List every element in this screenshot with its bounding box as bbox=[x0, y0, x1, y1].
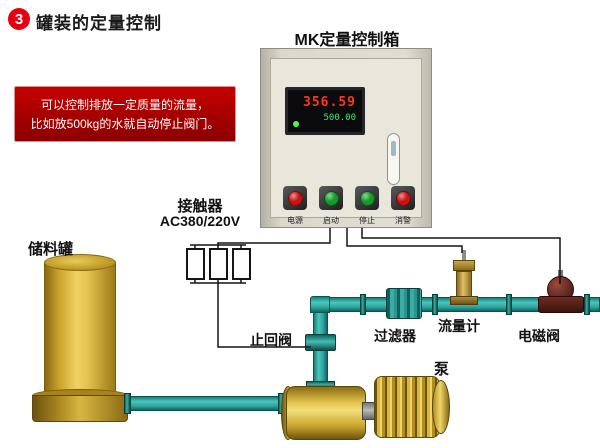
power-button bbox=[287, 190, 303, 206]
solenoid-valve bbox=[536, 270, 588, 318]
door-handle bbox=[391, 141, 396, 156]
start-button bbox=[323, 190, 339, 206]
pipe-pump-riser bbox=[313, 310, 328, 392]
contactor-unit-3 bbox=[232, 248, 251, 280]
contactor-label: 接触器 bbox=[177, 198, 223, 215]
flange-line-1 bbox=[360, 294, 366, 315]
pipe-tank-to-pump bbox=[124, 396, 286, 411]
display-green-value: 500.00 bbox=[323, 113, 356, 123]
step-number-badge: 3 bbox=[8, 8, 30, 30]
digital-display: 356.59 500.00 bbox=[285, 87, 365, 135]
flange-line-4 bbox=[584, 294, 590, 315]
motor-end-cap bbox=[432, 380, 450, 434]
power-button-label: 电源 bbox=[287, 216, 303, 225]
solenoid-valve-block bbox=[538, 296, 584, 313]
pump-label: 泵 bbox=[434, 361, 450, 378]
alarm-clear-button-label: 消警 bbox=[395, 216, 411, 225]
control-panel: 356.59 500.00 电源 启动 停止 消警 bbox=[270, 58, 422, 225]
info-line-1: 可以控制排放一定质量的流量， bbox=[40, 98, 209, 112]
flow-meter-label: 流量计 bbox=[438, 318, 480, 334]
control-cabinet: 356.59 500.00 电源 启动 停止 消警 bbox=[260, 48, 432, 228]
wire-cabinet-to-contactor bbox=[217, 228, 331, 245]
flow-meter bbox=[450, 250, 478, 306]
pipe-elbow bbox=[310, 296, 330, 313]
flow-meter-flange bbox=[450, 296, 478, 305]
storage-tank-top bbox=[44, 254, 116, 271]
pump-motor bbox=[374, 376, 440, 438]
filter-label: 过滤器 bbox=[374, 328, 416, 344]
wire-cabinet-to-flowmeter bbox=[346, 228, 463, 253]
power-led bbox=[293, 121, 299, 127]
power-button-bezel bbox=[283, 186, 307, 210]
start-button-bezel bbox=[319, 186, 343, 210]
check-valve-label: 止回阀 bbox=[250, 332, 292, 348]
contactor-voltage: AC380/220V bbox=[159, 213, 241, 229]
flow-meter-hex-nut bbox=[453, 260, 475, 271]
solenoid-valve-label: 电磁阀 bbox=[518, 328, 560, 344]
alarm-clear-button bbox=[395, 190, 411, 206]
control-box-title: MK定量控制箱 bbox=[294, 32, 400, 49]
storage-tank-base bbox=[32, 395, 128, 422]
flow-meter-body bbox=[456, 271, 472, 297]
page-title: 罐装的定量控制 bbox=[36, 14, 162, 33]
flange-tank-outlet bbox=[124, 393, 131, 414]
door-handle-slot bbox=[387, 133, 400, 185]
contactor-unit-2 bbox=[209, 248, 228, 280]
filter bbox=[386, 288, 422, 319]
alarm-clear-button-bezel bbox=[391, 186, 415, 210]
stop-button-bezel bbox=[355, 186, 379, 210]
stop-button bbox=[359, 190, 375, 206]
storage-tank bbox=[44, 262, 116, 402]
contactor-unit-1 bbox=[186, 248, 205, 280]
check-valve bbox=[305, 334, 336, 351]
info-box: 可以控制排放一定质量的流量， 比如放500kg的水就自动停止阀门。 bbox=[14, 86, 236, 142]
info-line-2: 比如放500kg的水就自动停止阀门。 bbox=[30, 117, 220, 132]
flange-line-2 bbox=[432, 294, 438, 315]
display-red-value: 356.59 bbox=[303, 95, 356, 110]
flange-line-3 bbox=[506, 294, 512, 315]
start-button-label: 启动 bbox=[323, 216, 339, 225]
tank-label: 储料罐 bbox=[28, 241, 74, 258]
stop-button-label: 停止 bbox=[359, 216, 375, 225]
pump-body bbox=[286, 386, 366, 440]
